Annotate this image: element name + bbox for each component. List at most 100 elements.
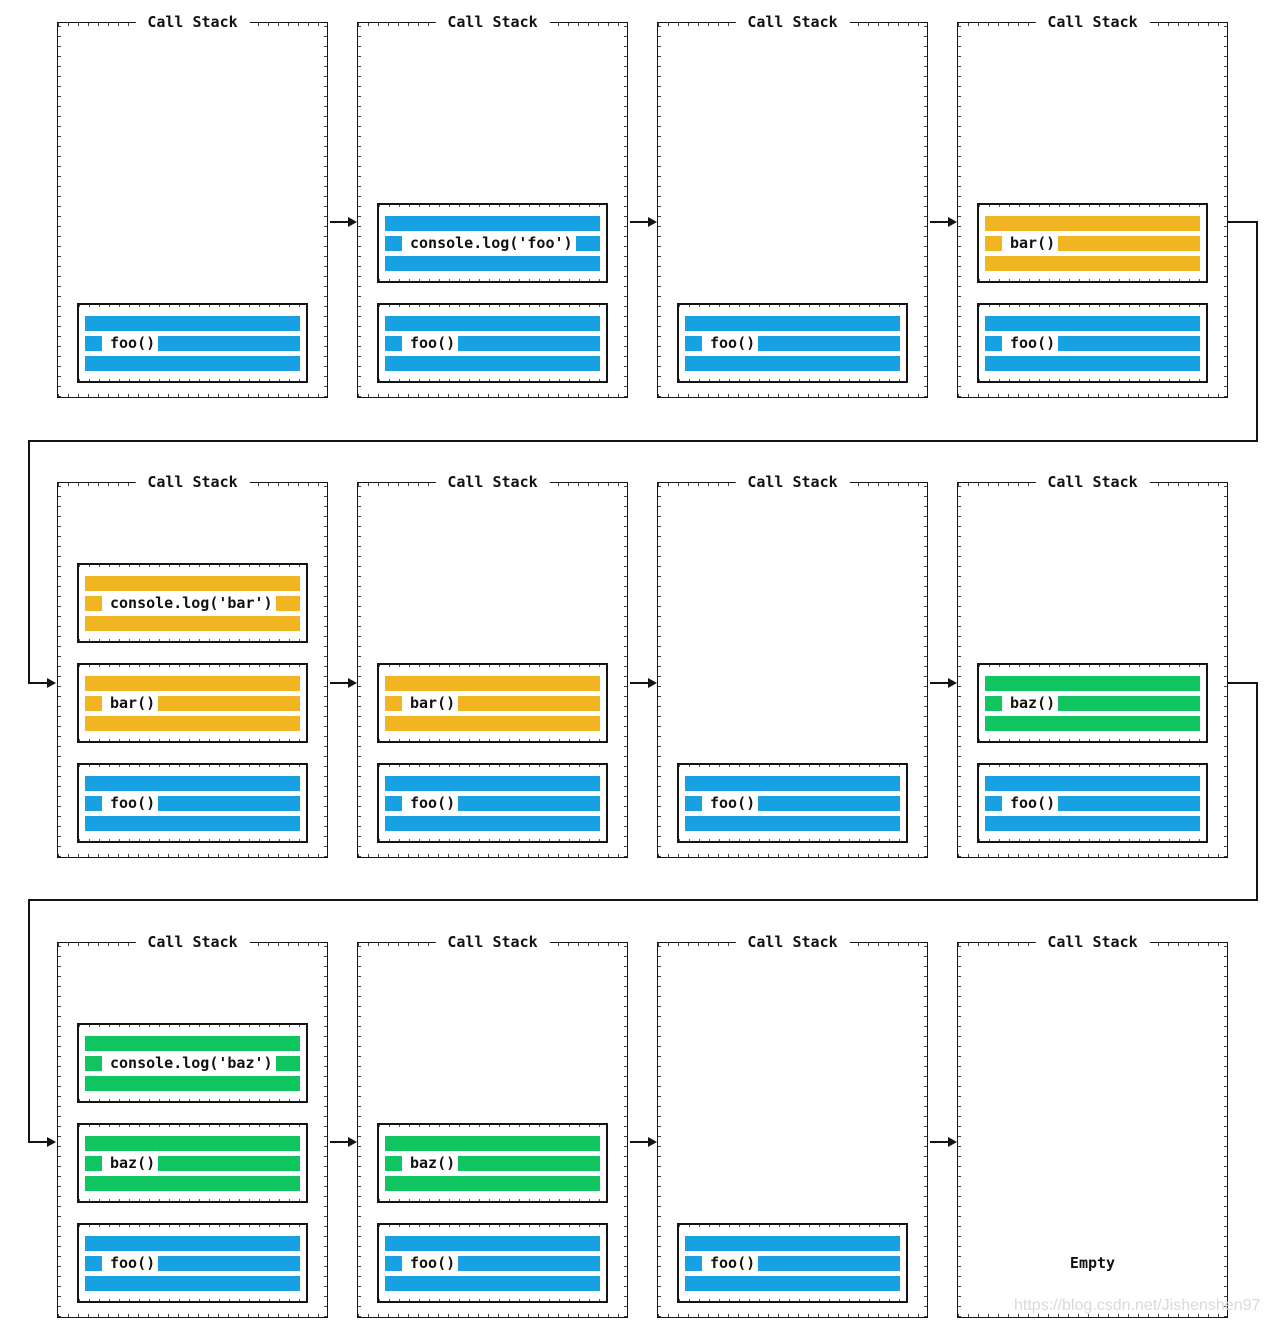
frame-bar-top: [685, 775, 900, 791]
frame-label: foo(): [402, 1254, 459, 1272]
frame-bar-fill: [158, 1155, 300, 1171]
frame-bar-top: [85, 675, 300, 691]
call-stack-panel-12: Call Stack Empty: [957, 932, 1228, 1318]
frame-bar-chip: [85, 335, 102, 351]
stack-frame-console-log-foo: console.log('foo'): [377, 203, 608, 283]
frame-bar-bottom: [985, 815, 1200, 831]
frame-bar-chip: [385, 335, 402, 351]
flow-arrow-head: [648, 678, 657, 688]
frame-bar-chip: [385, 695, 402, 711]
call-stack-panel-5: Call Stack console.log('bar') bar(): [57, 472, 328, 858]
frame-bar-bottom: [85, 815, 300, 831]
stack-frame-bar: bar(): [977, 203, 1208, 283]
frame-label-row: foo(): [385, 794, 600, 812]
frame-bar-bottom: [385, 715, 600, 731]
frame-bar-fill: [1058, 335, 1200, 351]
frame-bar-bottom: [685, 815, 900, 831]
frame-label: foo(): [102, 334, 159, 352]
frame-label-row: foo(): [685, 1254, 900, 1272]
frame-bar-bottom: [385, 1175, 600, 1191]
connector-arrow-head: [47, 678, 56, 688]
frame-bar-chip: [385, 235, 402, 251]
frame-label: foo(): [1002, 334, 1059, 352]
frames-area: foo(): [677, 303, 908, 383]
frame-label: console.log('baz'): [102, 1054, 276, 1072]
frame-label-row: bar(): [385, 694, 600, 712]
stack-frame-foo: foo(): [677, 1223, 908, 1303]
frame-label: baz(): [1002, 694, 1059, 712]
connector-arrow-head: [47, 1137, 56, 1147]
frame-bar-bottom: [685, 1275, 900, 1291]
frame-bar-top: [385, 675, 600, 691]
stack-frame-foo: foo(): [677, 303, 908, 383]
frame-label-row: baz(): [985, 694, 1200, 712]
frame-bar-chip: [385, 795, 402, 811]
frame-bar-bottom: [985, 255, 1200, 271]
frame-bar-top: [85, 1135, 300, 1151]
frame-bar-bottom: [985, 715, 1200, 731]
flow-arrow-head: [948, 217, 957, 227]
stack-frame-bar: bar(): [77, 663, 308, 743]
frames-area: foo(): [677, 1223, 908, 1303]
frames-area: bar() foo(): [977, 203, 1208, 383]
frame-label: foo(): [702, 794, 759, 812]
frames-area: bar() foo(): [377, 663, 608, 843]
flow-arrow-head: [948, 1137, 957, 1147]
frame-label-row: bar(): [85, 694, 300, 712]
panel-title: Call Stack: [435, 12, 550, 32]
frame-bar-top: [985, 215, 1200, 231]
frame-label: foo(): [102, 794, 159, 812]
frame-bar-fill: [158, 1255, 300, 1271]
frame-label: foo(): [402, 334, 459, 352]
frame-label-row: foo(): [85, 794, 300, 812]
stack-frame-foo: foo(): [977, 763, 1208, 843]
frame-bar-fill: [458, 1155, 600, 1171]
frame-bar-fill: [575, 235, 600, 251]
frame-bar-fill: [758, 795, 900, 811]
call-stack-panel-7: Call Stack foo(): [657, 472, 928, 858]
call-stack-panel-11: Call Stack foo(): [657, 932, 928, 1318]
frame-bar-chip: [985, 335, 1002, 351]
frame-bar-fill: [458, 1255, 600, 1271]
frame-bar-fill: [758, 335, 900, 351]
frames-area: console.log('foo') foo(): [377, 203, 608, 383]
frames-area: baz() foo(): [977, 663, 1208, 843]
panel-title: Call Stack: [735, 12, 850, 32]
panel-title: Call Stack: [135, 472, 250, 492]
frame-bar-chip: [385, 1155, 402, 1171]
frame-label: baz(): [102, 1154, 159, 1172]
frame-bar-chip: [85, 1055, 102, 1071]
panel-title: Call Stack: [135, 12, 250, 32]
frame-label-row: console.log('foo'): [385, 234, 600, 252]
stack-frame-console-log-bar: console.log('bar'): [77, 563, 308, 643]
frame-bar-fill: [1058, 235, 1200, 251]
call-stack-panel-8: Call Stack baz() foo(): [957, 472, 1228, 858]
frame-label: baz(): [402, 1154, 459, 1172]
frames-area: console.log('bar') bar() foo(): [77, 563, 308, 843]
stack-frame-foo: foo(): [77, 763, 308, 843]
frame-bar-chip: [685, 1255, 702, 1271]
frame-bar-chip: [385, 1255, 402, 1271]
frame-label-row: foo(): [685, 794, 900, 812]
panel-title: Call Stack: [435, 932, 550, 952]
frame-bar-fill: [275, 1055, 300, 1071]
call-stack-panel-9: Call Stack console.log('baz') baz(): [57, 932, 328, 1318]
frame-bar-fill: [158, 795, 300, 811]
frame-bar-chip: [985, 235, 1002, 251]
frame-bar-chip: [85, 1155, 102, 1171]
frame-label: bar(): [402, 694, 459, 712]
call-stack-panel-10: Call Stack baz() foo(): [357, 932, 628, 1318]
frames-area: foo(): [677, 763, 908, 843]
frame-label-row: foo(): [85, 1254, 300, 1272]
frame-bar-fill: [458, 335, 600, 351]
panel-title: Call Stack: [1035, 12, 1150, 32]
call-stack-panel-3: Call Stack foo(): [657, 12, 928, 398]
panel-title: Call Stack: [135, 932, 250, 952]
frame-bar-top: [85, 575, 300, 591]
frame-bar-fill: [758, 1255, 900, 1271]
stack-frame-foo: foo(): [377, 303, 608, 383]
frame-bar-bottom: [385, 355, 600, 371]
stack-frame-baz: baz(): [977, 663, 1208, 743]
flow-arrow-head: [348, 217, 357, 227]
